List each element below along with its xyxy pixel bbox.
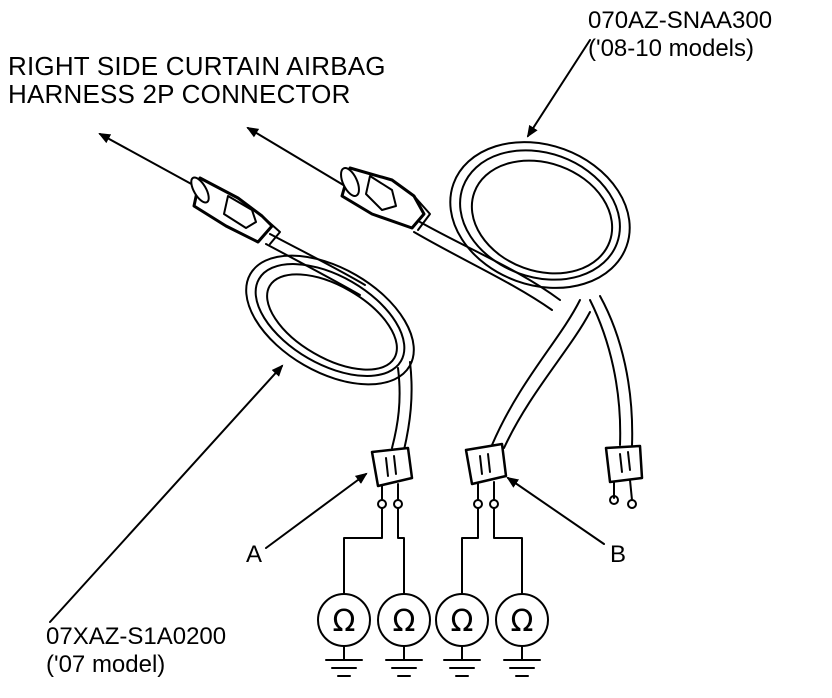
- ohmmeter-2: [377, 593, 431, 677]
- left-coil-outer: [245, 254, 415, 386]
- leader-b: [506, 476, 605, 545]
- leader-a: [265, 472, 368, 549]
- left-2p-connector: [190, 176, 281, 245]
- right-connector-arrow: [246, 126, 346, 187]
- ohm-symbol-4: Ω: [511, 604, 534, 639]
- right-harness: [246, 126, 644, 509]
- ohmmeter-4: [495, 593, 549, 677]
- test-wiring: [343, 507, 523, 595]
- leader-right-harness: [526, 39, 591, 138]
- label-b: B: [610, 541, 627, 568]
- ohm-symbol-3: Ω: [451, 604, 474, 639]
- right-harness-part-number: 070AZ-SNAA300: [588, 7, 773, 34]
- ohm-symbol-1: Ω: [333, 604, 356, 639]
- left-harness-part-number: 07XAZ-S1A0200: [46, 623, 227, 650]
- left-connector-arrow: [98, 133, 196, 187]
- connector-label-line1: RIGHT SIDE CURTAIN AIRBAG: [8, 51, 386, 81]
- left-harness: [98, 133, 415, 509]
- connector-label-line2: HARNESS 2P CONNECTOR: [8, 79, 351, 109]
- ohm-symbol-2: Ω: [393, 604, 416, 639]
- left-harness-model-year: ('07 model): [46, 651, 166, 678]
- plug-b: [464, 442, 508, 509]
- leader-left-harness: [49, 364, 284, 623]
- label-a: A: [246, 541, 263, 568]
- ohmmeter-1: [317, 593, 371, 677]
- plug-a: [370, 446, 414, 509]
- right-harness-model-years: ('08-10 models): [588, 35, 754, 62]
- ohmmeter-3: [435, 593, 489, 677]
- right-coil-outer: [449, 141, 631, 289]
- plug-unconnected: [604, 444, 644, 509]
- right-2p-connector: [340, 166, 431, 231]
